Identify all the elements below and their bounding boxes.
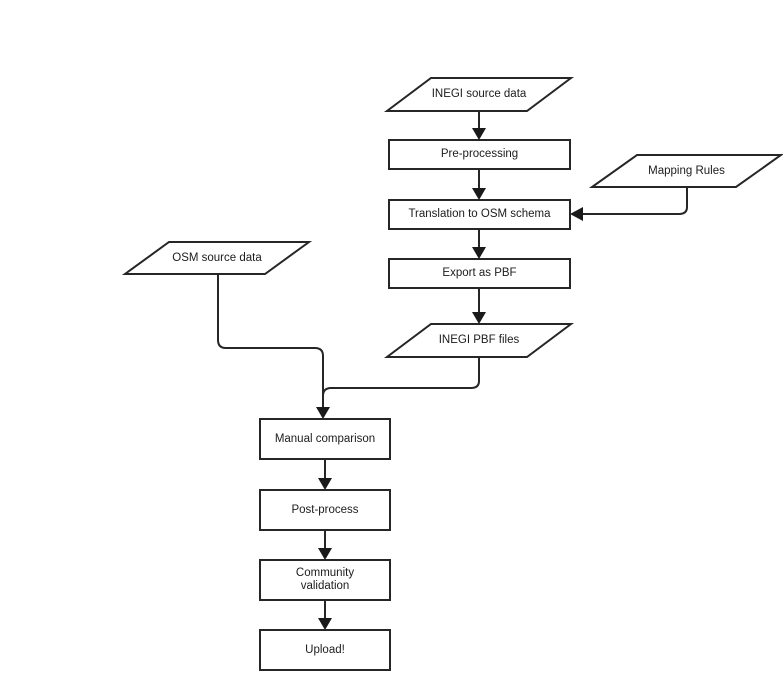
arrowhead-left-icon <box>570 207 583 221</box>
node-osm-source-data-shape <box>121 241 313 275</box>
node-upload-shape <box>259 629 391 671</box>
arrowhead-down-icon <box>472 128 486 140</box>
arrowhead-down-icon <box>318 548 332 560</box>
arrowhead-down-icon <box>318 618 332 630</box>
arrowhead-down-icon <box>318 478 332 490</box>
node-export-pbf-shape <box>388 258 571 289</box>
node-manual-comparison-shape <box>259 418 391 460</box>
node-inegi-pbf-files-shape <box>384 323 574 358</box>
arrowhead-down-icon <box>316 407 330 419</box>
edge-inegi-pbf-to-manual-comparison <box>322 357 480 397</box>
edge-mapping-rules-to-translation <box>583 187 688 215</box>
node-pre-processing-shape <box>388 139 571 170</box>
arrowhead-down-icon <box>472 312 486 324</box>
node-post-process-shape <box>259 489 391 531</box>
arrowhead-down-icon <box>472 247 486 259</box>
edge-osm-source-to-manual-comparison <box>217 274 324 407</box>
arrowhead-down-icon <box>472 188 486 200</box>
node-inegi-source-data-shape <box>384 77 574 112</box>
node-translation-osm-shape <box>388 199 571 230</box>
node-community-validation-shape <box>259 559 391 601</box>
node-mapping-rules-shape <box>588 154 783 188</box>
